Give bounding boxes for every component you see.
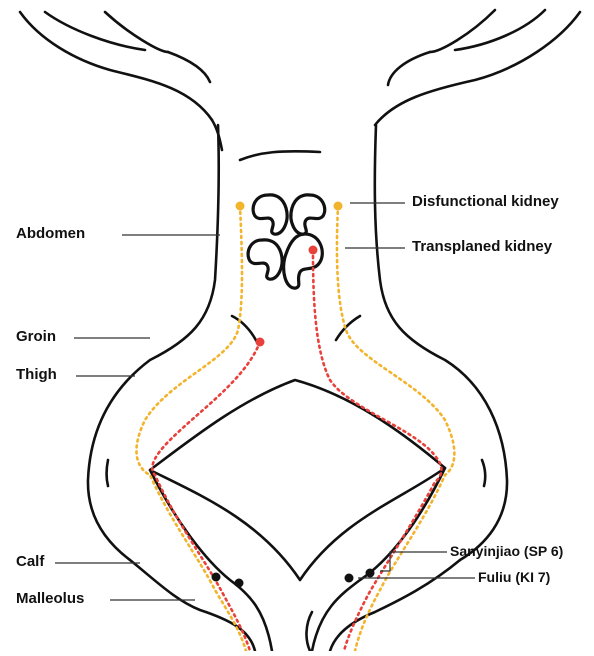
label-groin: Groin <box>16 328 56 345</box>
right-hand-stub <box>430 10 495 52</box>
yellow-dot-right <box>334 202 343 211</box>
acupoint-sanyinjiao-left <box>212 573 221 582</box>
label-disfunctional-kidney: Disfunctional kidney <box>412 193 559 210</box>
red-path-left <box>152 342 260 651</box>
disfunctional-kidney-left-icon <box>253 195 287 234</box>
acupoint-fuliu-left <box>235 579 244 588</box>
transplanted-kidney-left-icon <box>248 240 282 279</box>
neck-left <box>168 52 210 82</box>
acupoint-sanyinjiao-right <box>366 569 375 578</box>
label-thigh: Thigh <box>16 366 57 383</box>
right-arm-lower <box>455 10 545 50</box>
red-dot-kidney <box>309 246 318 255</box>
right-arm-upper <box>375 12 580 125</box>
transplanted-kidney-right-icon <box>284 234 323 288</box>
right-lower-leg-inner <box>312 468 445 651</box>
left-arm-upper <box>20 12 212 120</box>
torso-right-edge <box>375 125 507 560</box>
label-sanyinjiao: Sanyinjiao (SP 6) <box>450 543 563 559</box>
knee-mark-right <box>482 460 485 486</box>
left-lower-leg-outer <box>130 560 255 651</box>
label-malleolus: Malleolus <box>16 590 84 607</box>
label-abdomen: Abdomen <box>16 225 85 242</box>
knee-mark-left <box>107 460 109 486</box>
label-transplaned-kidney: Transplaned kidney <box>412 238 552 255</box>
label-fuliu: Fuliu (KI 7) <box>478 569 550 585</box>
right-foot-curl <box>306 612 312 651</box>
disfunctional-kidney-right-icon <box>291 195 325 234</box>
inner-legs <box>150 380 445 580</box>
left-hand-stub <box>105 12 168 52</box>
label-calf: Calf <box>16 553 44 570</box>
neck-right <box>388 52 430 85</box>
yellow-path-left <box>136 206 246 651</box>
chest-line <box>240 151 320 160</box>
left-lower-leg-inner <box>150 470 272 651</box>
groin-mark-left <box>232 316 258 344</box>
acupoint-fuliu-right <box>345 574 354 583</box>
red-dot-groin <box>256 338 265 347</box>
leader-sanyinjiao <box>380 552 447 571</box>
yellow-dot-left <box>236 202 245 211</box>
